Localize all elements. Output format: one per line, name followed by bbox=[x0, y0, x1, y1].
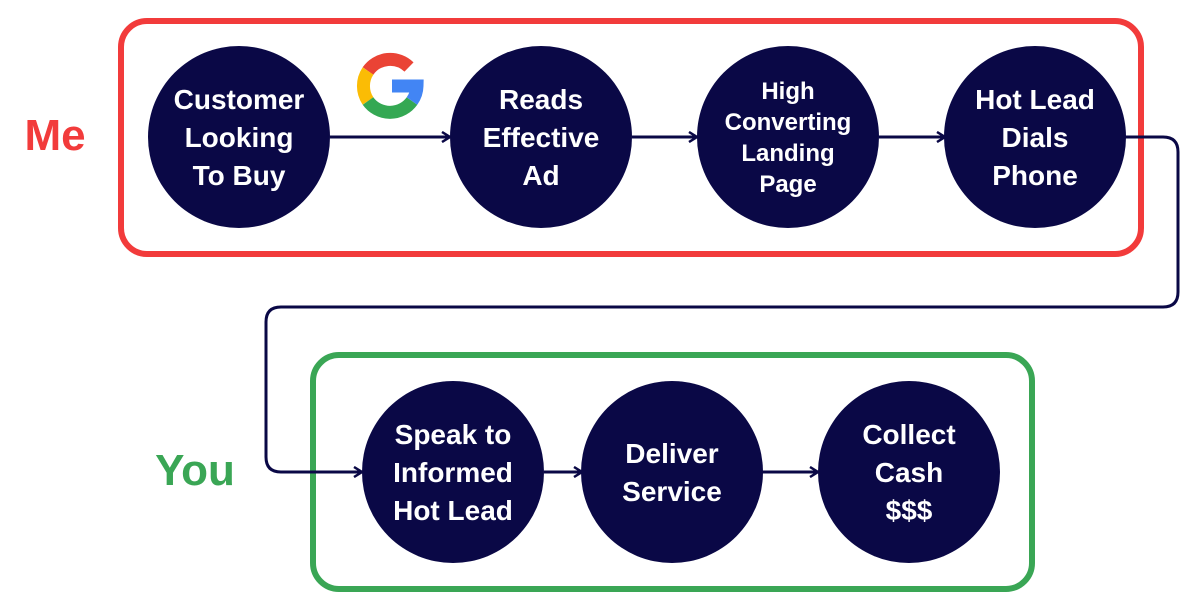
node-label-line: Customer bbox=[174, 84, 305, 115]
node-label-line: Landing bbox=[741, 140, 834, 167]
node-label-line: High bbox=[761, 78, 814, 105]
node-label-line: Speak to bbox=[395, 419, 512, 450]
node-label-line: Deliver bbox=[625, 438, 718, 469]
google-g-logo-icon bbox=[356, 52, 424, 119]
node-label-line: To Buy bbox=[193, 160, 286, 191]
node-label-line: Service bbox=[622, 476, 722, 507]
node-label-line: Reads bbox=[499, 84, 583, 115]
arrow-wrap-connector bbox=[264, 135, 1180, 472]
me-label: Me bbox=[24, 111, 85, 160]
node-label-line: Page bbox=[759, 171, 816, 198]
node-circle bbox=[148, 46, 330, 228]
node-circle bbox=[450, 46, 632, 228]
node-circle bbox=[362, 381, 544, 563]
node-label-line: Dials bbox=[1002, 122, 1069, 153]
node-label-line: $$$ bbox=[886, 495, 933, 526]
node-label-line: Cash bbox=[875, 457, 943, 488]
node-circle bbox=[944, 46, 1126, 228]
node-circle bbox=[697, 46, 879, 228]
node-label-line: Phone bbox=[992, 160, 1078, 191]
node-label-line: Informed bbox=[393, 457, 513, 488]
node-label-line: Collect bbox=[862, 419, 955, 450]
node-label-line: Converting bbox=[725, 109, 852, 136]
node-label-line: Hot Lead bbox=[393, 495, 513, 526]
node-circle bbox=[581, 381, 763, 563]
node-circle bbox=[818, 381, 1000, 563]
node-label-line: Looking bbox=[185, 122, 294, 153]
you-label: You bbox=[155, 446, 235, 495]
node-label-line: Ad bbox=[522, 160, 559, 191]
node-label-line: Hot Lead bbox=[975, 84, 1095, 115]
node-label-line: Effective bbox=[483, 122, 600, 153]
